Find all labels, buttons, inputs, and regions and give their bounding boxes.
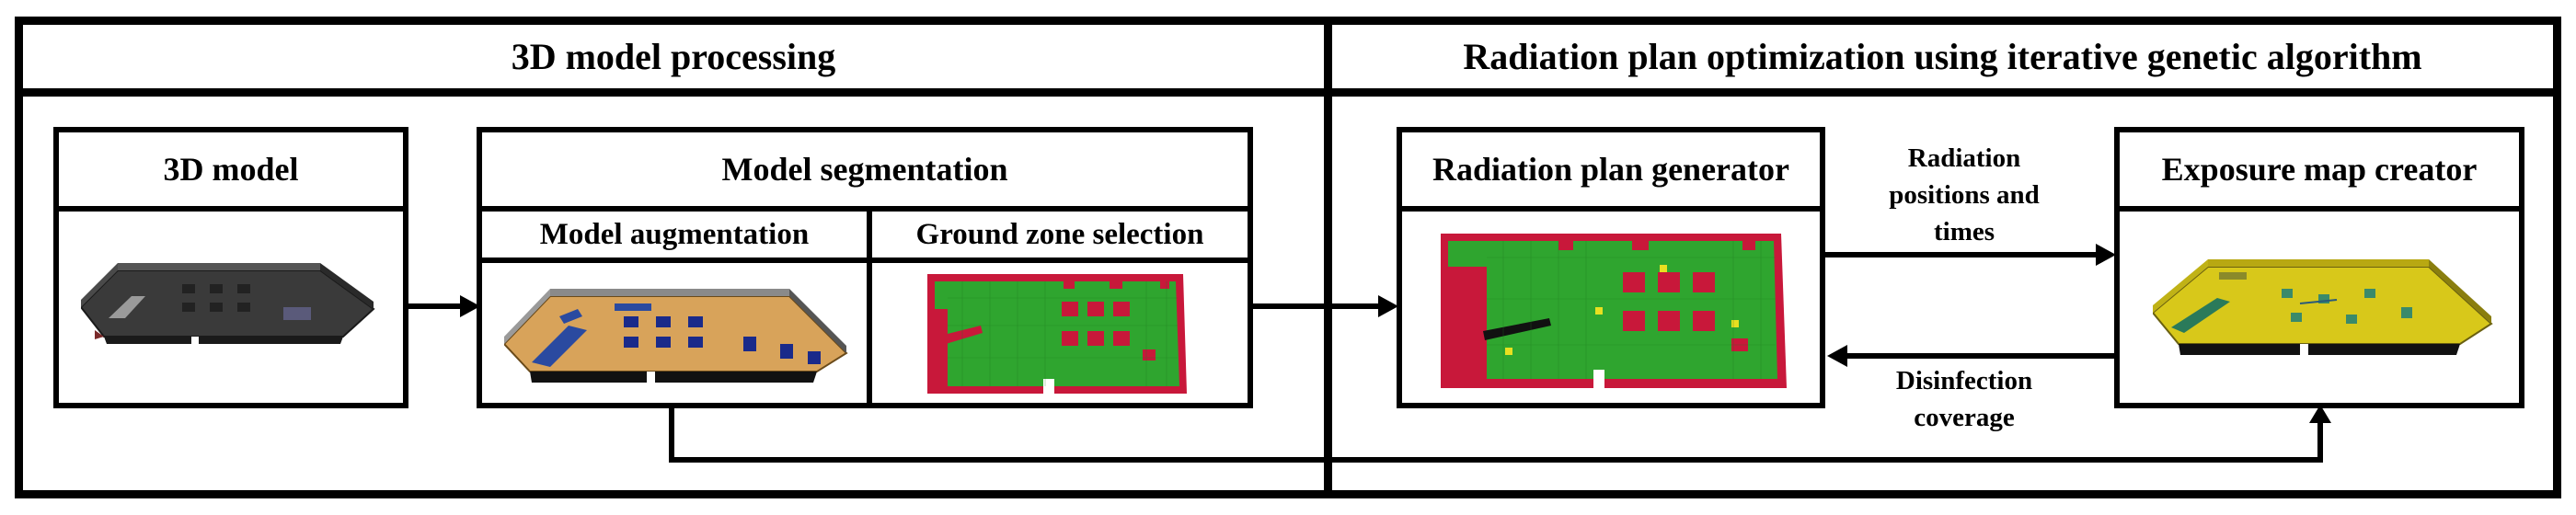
left-header-divider xyxy=(15,88,1332,97)
augmented-model-image xyxy=(504,280,848,392)
model-3d-image xyxy=(81,252,381,353)
model-3d-title: 3D model xyxy=(163,151,299,188)
arrow-generator-to-exposure xyxy=(1825,244,2116,266)
segmentation-divider-vertical xyxy=(867,206,872,403)
plan-generator-divider xyxy=(1402,206,1820,212)
ground-zone-title: Ground zone selection xyxy=(915,217,1204,251)
arrow-exposure-to-generator xyxy=(1827,345,2118,367)
augmentation-title: Model augmentation xyxy=(539,217,810,251)
right-panel xyxy=(1324,17,2561,498)
arrow-augmentation-to-exposure xyxy=(669,405,2331,463)
forward-arrow-label: Radiation positions and times xyxy=(1825,140,2103,250)
exposure-map-image xyxy=(2153,248,2493,366)
segmentation-title: Model segmentation xyxy=(721,151,1008,188)
right-header-divider xyxy=(1324,88,2561,97)
left-panel-title: 3D model processing xyxy=(511,36,836,77)
right-panel-title: Radiation plan optimization using iterat… xyxy=(1463,36,2422,77)
radiation-plan-image xyxy=(1439,230,1790,388)
exposure-map-box: Exposure map creator xyxy=(2114,127,2524,408)
segmentation-box: Model segmentation Model augmentation Gr… xyxy=(477,127,1253,408)
backward-arrow-label: Disinfection coverage xyxy=(1825,360,2103,438)
plan-generator-title: Radiation plan generator xyxy=(1432,151,1789,188)
backward-label-line1: Disinfection xyxy=(1895,366,2033,395)
segmentation-divider-sub xyxy=(482,258,1248,263)
model-3d-box: 3D model xyxy=(53,127,408,408)
model-3d-divider xyxy=(59,206,403,212)
ground-zone-image xyxy=(926,270,1192,394)
segmentation-divider-top xyxy=(482,206,1248,212)
plan-generator-box: Radiation plan generator xyxy=(1397,127,1825,408)
exposure-map-title: Exposure map creator xyxy=(2161,151,2478,188)
arrow-model-to-segmentation xyxy=(408,295,480,317)
arrow-segmentation-to-generator xyxy=(1253,295,1398,317)
forward-label-line3: times xyxy=(1933,217,1995,246)
exposure-map-divider xyxy=(2120,206,2519,212)
forward-label-line1: Radiation xyxy=(1907,143,2021,173)
backward-label-line2: coverage xyxy=(1914,403,2015,432)
forward-label-line2: positions and xyxy=(1889,180,2040,210)
